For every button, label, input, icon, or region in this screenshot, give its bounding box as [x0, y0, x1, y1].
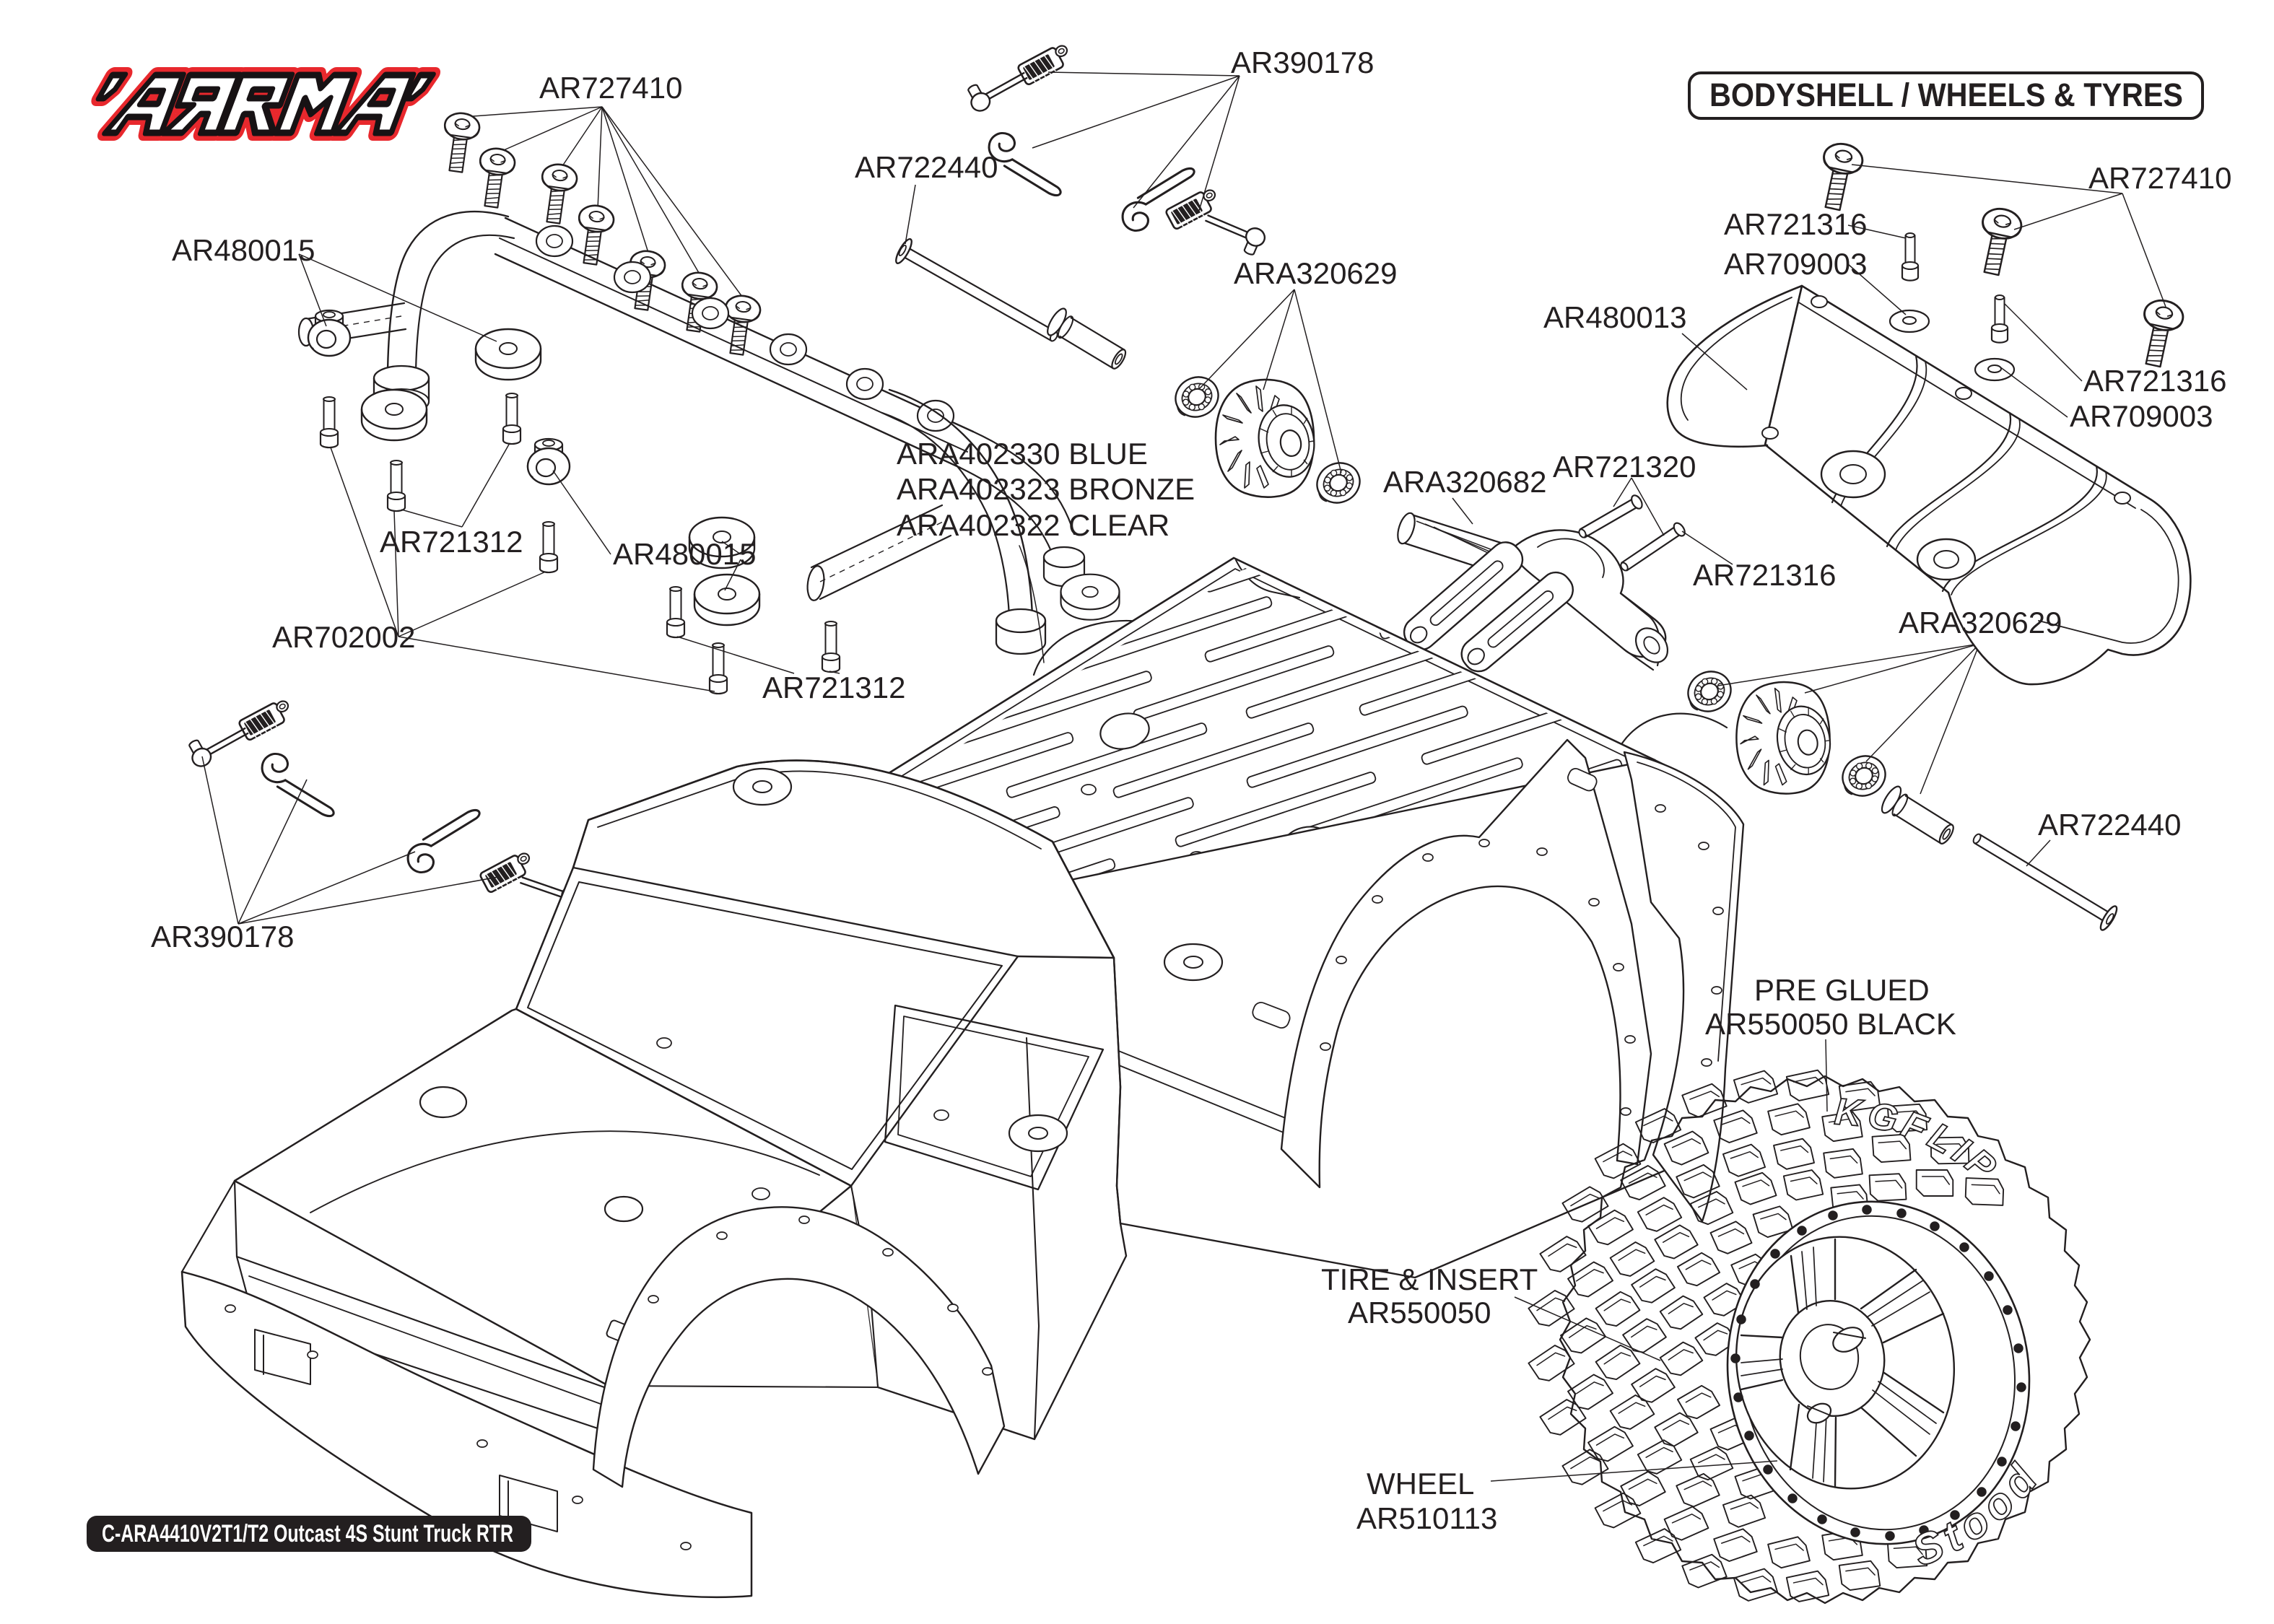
svg-text:ARA402330 BLUE: ARA402330 BLUE	[897, 437, 1148, 471]
svg-text:AR721312: AR721312	[380, 525, 523, 559]
svg-text:AR510113: AR510113	[1356, 1501, 1497, 1535]
svg-text:AR727410: AR727410	[2088, 161, 2232, 195]
svg-text:AR721320: AR721320	[1553, 450, 1696, 484]
svg-text:AR722440: AR722440	[2038, 808, 2182, 842]
svg-text:WHEEL: WHEEL	[1367, 1467, 1474, 1501]
svg-text:AR390178: AR390178	[1231, 45, 1375, 79]
svg-text:AR721316: AR721316	[2083, 364, 2227, 398]
svg-text:AR480015: AR480015	[172, 233, 315, 267]
svg-text:AR480013: AR480013	[1543, 300, 1687, 334]
svg-text:AR709003: AR709003	[2070, 399, 2213, 433]
svg-text:AR709003: AR709003	[1724, 247, 1868, 281]
svg-text:AR727410: AR727410	[539, 71, 683, 105]
svg-text:ARA402323 BRONZE: ARA402323 BRONZE	[897, 472, 1195, 506]
svg-text:BODYSHELL / WHEELS & TYRES: BODYSHELL / WHEELS & TYRES	[1709, 77, 2183, 113]
svg-text:ARA402322 CLEAR: ARA402322 CLEAR	[897, 508, 1169, 542]
svg-text:AR390178: AR390178	[151, 920, 295, 953]
svg-text:AR550050: AR550050	[1348, 1296, 1491, 1330]
svg-text:ARA320682: ARA320682	[1383, 465, 1547, 499]
svg-text:PRE GLUED: PRE GLUED	[1754, 973, 1930, 1007]
svg-text:AR721312: AR721312	[762, 671, 906, 704]
svg-text:AR480015: AR480015	[613, 537, 757, 571]
svg-text:AR550050 BLACK: AR550050 BLACK	[1705, 1007, 1956, 1041]
svg-text:AR702002: AR702002	[272, 620, 416, 654]
svg-text:C-ARA4410V2T1/T2 Outcast 4S St: C-ARA4410V2T1/T2 Outcast 4S Stunt Truck …	[102, 1520, 513, 1547]
svg-text:AR722440: AR722440	[855, 150, 998, 184]
svg-text:TIRE & INSERT: TIRE & INSERT	[1321, 1262, 1538, 1296]
svg-text:AR721316: AR721316	[1724, 207, 1868, 241]
svg-text:ARA320629: ARA320629	[1899, 606, 2062, 639]
svg-text:ARA320629: ARA320629	[1234, 256, 1398, 290]
svg-text:AR721316: AR721316	[1693, 558, 1837, 592]
